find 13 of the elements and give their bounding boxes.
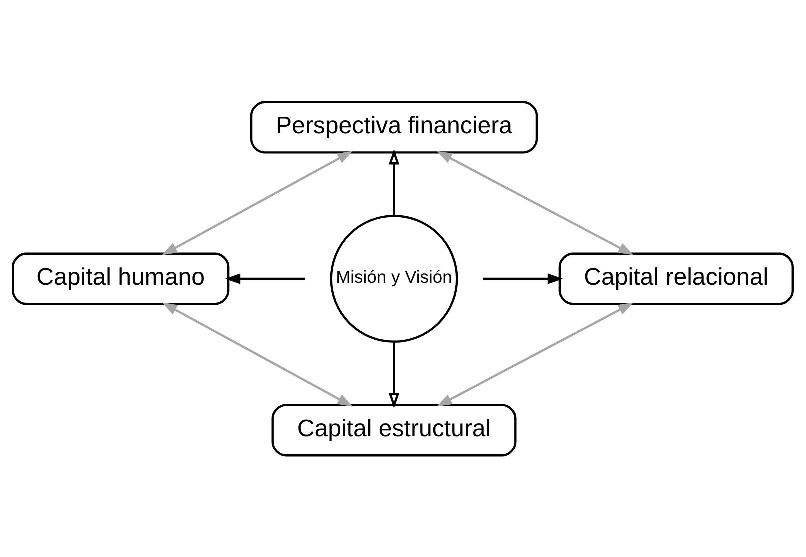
- node-box: Capital humano: [12, 252, 230, 305]
- node-box: Capital estructural: [272, 404, 517, 456]
- arrow: [483, 273, 564, 284]
- node-box: Perspectiva financiera: [250, 100, 538, 154]
- arrow: [436, 302, 634, 406]
- arrow: [388, 148, 400, 216]
- node-circle: Misión y Visión: [330, 214, 458, 342]
- arrow: [225, 273, 306, 284]
- arrow: [162, 302, 353, 406]
- arrow: [436, 150, 634, 255]
- node-box: Capital relacional: [558, 252, 794, 305]
- arrow: [162, 150, 353, 255]
- arrow: [388, 341, 400, 408]
